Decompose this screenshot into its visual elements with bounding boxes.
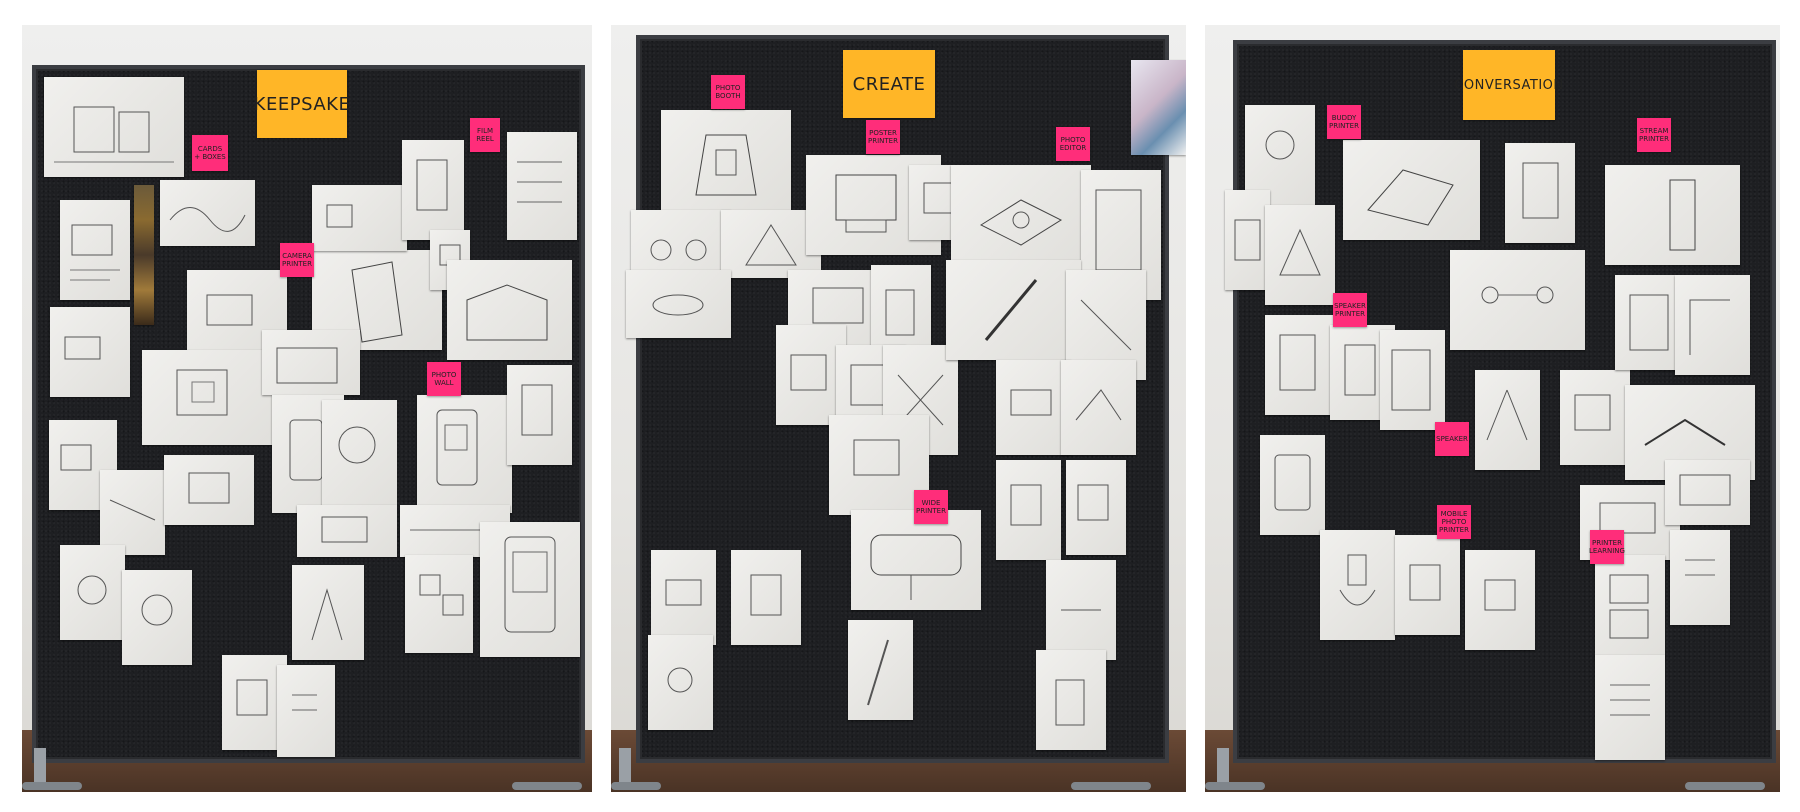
sketch-sheet bbox=[951, 165, 1091, 263]
sketch-sheet bbox=[447, 260, 572, 360]
sketch-sheet bbox=[1245, 105, 1315, 205]
sketch-sheet bbox=[1605, 165, 1740, 265]
idea-sticky-note: CAMERA PRINTER bbox=[280, 243, 314, 277]
idea-sticky-note: WIDE PRINTER bbox=[914, 490, 948, 524]
sketch-sheet bbox=[1560, 370, 1630, 465]
sketch-sheet bbox=[100, 470, 165, 555]
sketch-sheet bbox=[480, 522, 580, 657]
sketch-sheet bbox=[661, 110, 791, 210]
idea-sticky-note: PHOTO WALL bbox=[427, 362, 461, 396]
sketch-sheet bbox=[1046, 560, 1116, 660]
sketch-sheet bbox=[164, 455, 254, 525]
sketch-sheet bbox=[277, 665, 335, 757]
sketch-sheet bbox=[829, 415, 929, 515]
sketch-sheet bbox=[1670, 530, 1730, 625]
photo-panel-keepsake: KEEPSAKE CARDS + BOXES CAMERA PRINTER PH… bbox=[22, 25, 592, 792]
header-sticky-note: CONVERSATION bbox=[1454, 50, 1563, 120]
sketch-sheet bbox=[1615, 275, 1685, 370]
idea-sticky-note: MOBILE PHOTO PRINTER bbox=[1437, 505, 1471, 539]
idea-sticky-note: FILM REEL bbox=[470, 118, 500, 152]
sketch-sheet bbox=[1675, 275, 1750, 375]
header-sticky-note: KEEPSAKE bbox=[254, 70, 350, 138]
sketch-sheet bbox=[50, 307, 130, 397]
sketch-sheet bbox=[1505, 143, 1575, 243]
sketch-sheet bbox=[49, 420, 117, 510]
sketch-sheet bbox=[1036, 650, 1106, 750]
sketch-sheet bbox=[507, 132, 577, 240]
sketch-sheet bbox=[996, 360, 1071, 455]
sketch-sheet bbox=[1265, 205, 1335, 305]
sketch-sheet bbox=[1665, 460, 1750, 525]
sketch-sheet bbox=[1595, 555, 1665, 660]
idea-sticky-note: STREAM PRINTER bbox=[1637, 118, 1671, 152]
board-foot bbox=[611, 782, 661, 790]
sketch-sheet bbox=[262, 330, 360, 395]
idea-sticky-note: PRINTER LEARNING bbox=[1589, 530, 1625, 564]
sketch-sheet bbox=[292, 565, 364, 660]
sketch-sheet bbox=[1265, 315, 1335, 415]
sketch-sheet bbox=[322, 400, 397, 510]
board-foot bbox=[1685, 782, 1765, 790]
idea-sticky-note: PHOTO EDITOR bbox=[1056, 127, 1090, 161]
sketch-sheet bbox=[946, 260, 1081, 360]
photo-panel-create: CREATE PHOTO BOOTH POSTER PRINTER PHOTO … bbox=[611, 25, 1186, 792]
board-leg bbox=[34, 748, 46, 788]
sketch-sheet bbox=[222, 655, 287, 750]
sketch-sheet bbox=[776, 325, 846, 425]
sketch-sheet bbox=[1580, 485, 1680, 560]
sketch-sheet bbox=[1475, 370, 1540, 470]
sketch-sheet bbox=[626, 270, 731, 338]
printed-photo bbox=[1131, 60, 1186, 155]
sketch-sheet bbox=[507, 365, 572, 465]
sketch-sheet bbox=[1061, 360, 1136, 455]
sketch-sheet bbox=[1066, 460, 1126, 555]
idea-sticky-note: POSTER PRINTER bbox=[866, 120, 900, 154]
sketch-sheet bbox=[721, 210, 821, 278]
sketch-sheet bbox=[417, 395, 512, 513]
sketch-sheet bbox=[402, 140, 464, 240]
sketch-sheet bbox=[1465, 550, 1535, 650]
sketch-sheet bbox=[851, 510, 981, 610]
sketch-sheet bbox=[651, 550, 716, 645]
board-foot bbox=[22, 782, 82, 790]
sketch-sheet bbox=[312, 185, 407, 251]
header-sticky-note: CREATE bbox=[843, 50, 935, 118]
sketch-sheet bbox=[1395, 535, 1460, 635]
photo-panel-conversation: CONVERSATION BUDDY PRINTER STREAM PRINTE… bbox=[1205, 25, 1780, 792]
sketch-sheet bbox=[648, 635, 713, 730]
idea-sticky-note: CARDS + BOXES bbox=[192, 135, 228, 171]
sketch-sheet bbox=[44, 77, 184, 177]
board-leg bbox=[619, 748, 631, 788]
sketch-sheet bbox=[297, 505, 397, 557]
photo-strip bbox=[134, 185, 154, 325]
sketch-sheet bbox=[1450, 250, 1585, 350]
idea-sticky-note: SPEAKER bbox=[1435, 422, 1469, 456]
sketch-sheet bbox=[1343, 140, 1480, 240]
sketch-sheet bbox=[1260, 435, 1325, 535]
board-leg bbox=[1217, 748, 1229, 788]
sketch-sheet bbox=[996, 460, 1061, 560]
idea-sticky-note: PHOTO BOOTH bbox=[711, 75, 745, 109]
sketch-sheet bbox=[1320, 530, 1395, 640]
board-foot bbox=[512, 782, 582, 790]
idea-sticky-note: SPEAKER PRINTER bbox=[1333, 293, 1367, 327]
board-foot bbox=[1205, 782, 1265, 790]
sketch-sheet bbox=[60, 200, 130, 300]
sketch-sheet bbox=[1595, 655, 1665, 760]
sketch-sheet bbox=[142, 350, 277, 445]
sketch-sheet bbox=[1225, 190, 1270, 290]
sketch-sheet bbox=[405, 555, 473, 653]
board-foot bbox=[1071, 782, 1151, 790]
sketch-sheet bbox=[160, 180, 255, 246]
sketch-sheet bbox=[731, 550, 801, 645]
sketch-sheet bbox=[60, 545, 125, 640]
idea-sticky-note: BUDDY PRINTER bbox=[1327, 105, 1361, 139]
sketch-sheet bbox=[122, 570, 192, 665]
sketch-sheet bbox=[1380, 330, 1445, 430]
sketch-sheet bbox=[848, 620, 913, 720]
